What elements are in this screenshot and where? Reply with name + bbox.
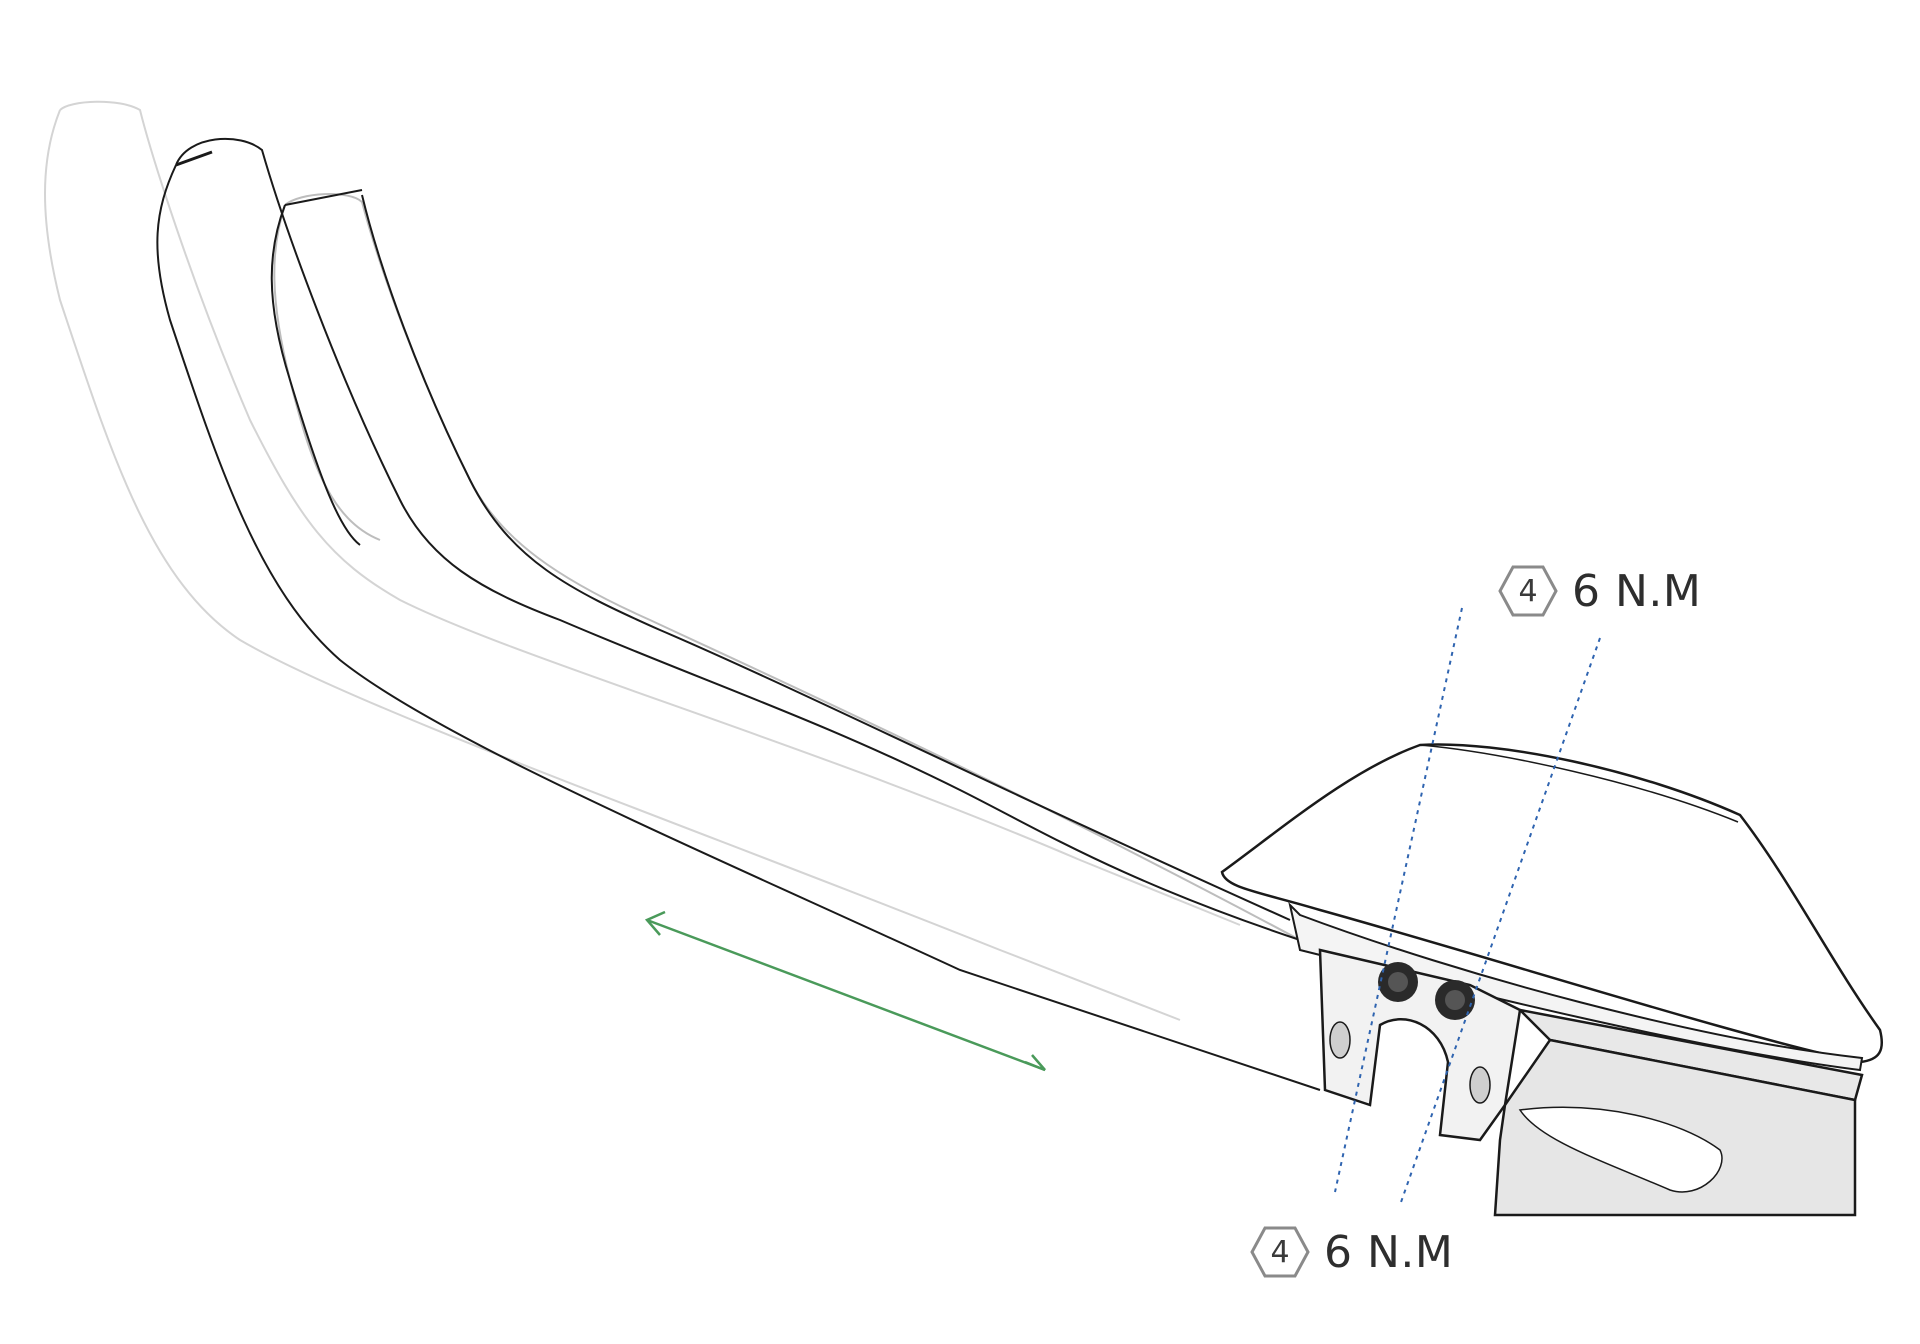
clamp-bolt-right xyxy=(1435,980,1475,1020)
main-extension xyxy=(156,137,1321,1091)
hex-key-icon: 4 xyxy=(1250,1226,1310,1278)
bolt-axis-left xyxy=(1334,607,1463,1193)
torque-value-bottom: 6 N.M xyxy=(1324,1226,1454,1278)
ghost-extension-mid xyxy=(273,193,1301,941)
torque-label-bottom: 4 6 N.M xyxy=(1250,1226,1453,1278)
ghost-extension-far xyxy=(44,100,1241,1021)
bolt-axis-right xyxy=(1399,637,1601,1206)
tool-size-bottom: 4 xyxy=(1270,1234,1290,1270)
torque-label-top: 4 6 N.M xyxy=(1498,565,1701,617)
torque-value-top: 6 N.M xyxy=(1572,565,1702,617)
clamp-slot-holes xyxy=(1329,1021,1491,1104)
armrest-pad xyxy=(1220,743,1884,1064)
bolt-axis-lines xyxy=(1334,607,1601,1206)
clamp-bolt-left xyxy=(1378,962,1418,1002)
double-arrow-icon xyxy=(644,910,1046,1072)
hex-key-icon: 4 xyxy=(1498,565,1558,617)
extension-clamp-bracket xyxy=(1318,948,1864,1217)
tool-size-top: 4 xyxy=(1518,573,1538,609)
